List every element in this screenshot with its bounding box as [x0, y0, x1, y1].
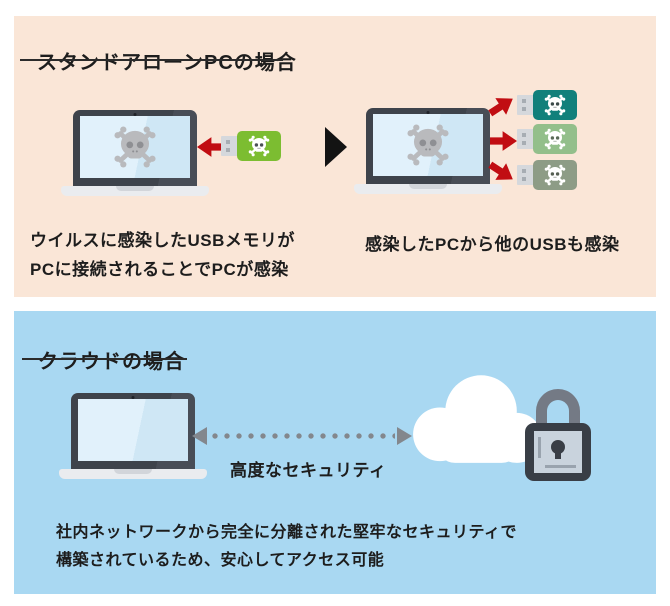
skull-crossbones-icon: [246, 133, 272, 159]
caption-line: PCに接続されることでPCが感染: [30, 260, 289, 279]
laptop-frame: [366, 108, 490, 184]
flow-step-triangle-icon: [325, 127, 347, 167]
skull-crossbones-icon: [542, 92, 568, 118]
infected-laptop-icon: [61, 110, 209, 196]
laptop-frame: [73, 110, 197, 186]
usb-body: [533, 90, 577, 120]
secure-link-label: 高度なセキュリティ: [230, 456, 386, 485]
infected-usb-stick-icon: [517, 160, 577, 190]
usb-body: [533, 160, 577, 190]
infected-usb-stick-icon: [221, 131, 281, 161]
standalone-caption-right: 感染したPCから他のUSBも感染: [365, 230, 620, 259]
infected-laptop-icon: [354, 108, 502, 194]
usb-plug-icon: [517, 165, 533, 185]
standalone-caption-left: ウイルスに感染したUSBメモリが PCに接続されることでPCが感染: [30, 226, 295, 284]
skull-crossbones-icon: [109, 121, 161, 173]
arrowhead-left-icon: [192, 427, 207, 445]
webcam-dot-icon: [426, 110, 430, 114]
standalone-section-title: スタンドアローンPCの場合: [37, 51, 297, 74]
padlock-shackle: [536, 389, 580, 429]
laptop-frame: [71, 393, 195, 469]
cloud-section-title: クラウドの場合: [38, 350, 185, 373]
usb-plug-icon: [221, 136, 237, 156]
caption-line: 感染したPCから他のUSBも感染: [365, 235, 620, 254]
caption-line: 高度なセキュリティ: [230, 461, 387, 480]
webcam-dot-icon: [131, 395, 135, 399]
infected-usb-stick-icon: [517, 90, 577, 120]
dotted-line: [209, 433, 395, 439]
caption-line: 社内ネットワークから完全に分離された堅牢なセキュリティで: [56, 524, 518, 541]
infection-arrow-right-icon: [490, 131, 517, 151]
infection-arrow-left-icon: [197, 137, 224, 157]
cloud-caption: 社内ネットワークから完全に分離された堅牢なセキュリティで 構築されているため、安…: [56, 519, 517, 575]
laptop-screen: [78, 399, 188, 461]
webcam-dot-icon: [133, 112, 137, 116]
laptop-base: [61, 186, 209, 196]
caption-line: ウイルスに感染したUSBメモリが: [30, 231, 295, 250]
title-underline: [20, 59, 283, 61]
usb-body: [533, 124, 577, 154]
usb-plug-icon: [517, 95, 533, 115]
infected-usb-stick-icon: [517, 124, 577, 154]
cloud-section: クラウドの場合: [14, 311, 656, 594]
laptop-screen: [80, 116, 190, 178]
dotted-double-arrow-icon: [192, 427, 412, 445]
skull-crossbones-icon: [402, 119, 454, 171]
title-underline: [22, 358, 187, 360]
laptop-base: [59, 469, 207, 479]
usb-body: [237, 131, 281, 161]
padlock-panel: [534, 431, 582, 473]
usb-plug-icon: [517, 129, 533, 149]
padlock-icon: [525, 389, 591, 481]
skull-crossbones-icon: [542, 126, 568, 152]
skull-crossbones-icon: [542, 162, 568, 188]
laptop-base: [354, 184, 502, 194]
caption-line: 構築されているため、安心してアクセス可能: [56, 552, 385, 569]
laptop-screen: [373, 114, 483, 176]
standalone-pc-section: スタンドアローンPCの場合: [14, 16, 656, 297]
arrowhead-right-icon: [397, 427, 412, 445]
keyhole-icon: [551, 440, 565, 454]
clean-laptop-icon: [59, 393, 207, 479]
padlock-body: [525, 423, 591, 481]
